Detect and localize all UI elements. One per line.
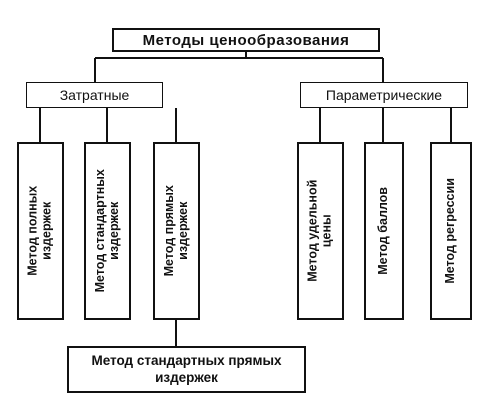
method-box-points: Метод баллов xyxy=(364,142,404,320)
method-box-full-costs: Метод полных издержек xyxy=(17,142,64,320)
method-box-regression: Метод регрессии xyxy=(430,142,472,320)
bottom-line-1: Метод стандартных прямых xyxy=(91,352,282,368)
group-box-cost: Затратные xyxy=(26,82,163,108)
method-full-costs-line-2: издержек xyxy=(39,201,54,261)
method-direct-costs-line-1: Метод прямых xyxy=(161,185,176,277)
method-regression-line-1: Метод регрессии xyxy=(443,178,458,284)
method-box-direct-costs: Метод прямых издержек xyxy=(153,142,200,320)
method-standard-costs-line-2: издержек xyxy=(106,201,121,261)
root-box: Методы ценообразования xyxy=(112,28,380,52)
bottom-line-2: издержек xyxy=(155,369,218,385)
bottom-box-standard-direct-costs: Метод стандартных прямых издержек xyxy=(67,346,306,393)
method-direct-costs-line-2: издержек xyxy=(175,201,190,261)
root-label: Методы ценообразования xyxy=(142,31,350,49)
method-points-line-1: Метод баллов xyxy=(376,187,391,275)
method-box-standard-costs: Метод стандартных издержек xyxy=(84,142,131,320)
method-unit-price-line-2: цены xyxy=(319,214,334,248)
group-box-parametric: Параметрические xyxy=(300,82,468,108)
group-label-cost: Затратные xyxy=(59,87,130,103)
method-standard-costs-line-1: Метод стандартных xyxy=(92,169,107,293)
method-box-unit-price: Метод удельной цены xyxy=(297,142,344,320)
group-label-parametric: Параметрические xyxy=(325,87,443,103)
